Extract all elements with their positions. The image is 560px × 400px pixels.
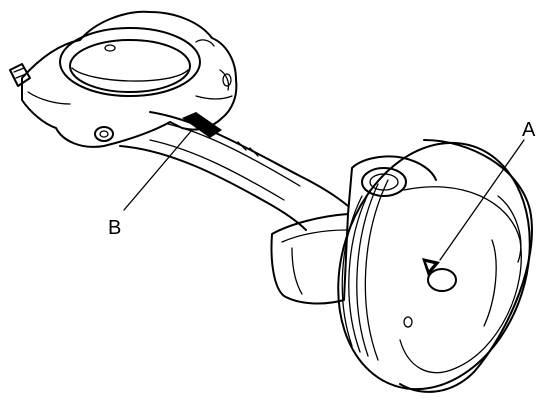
leader-line-a xyxy=(439,139,525,261)
rod-mark-b xyxy=(182,112,222,138)
label-a: A xyxy=(522,119,536,141)
piston-mark-a xyxy=(422,258,440,276)
rod-shank xyxy=(119,111,349,231)
piston xyxy=(270,139,533,393)
callout-a: A xyxy=(439,119,536,261)
callout-b: B xyxy=(108,129,193,239)
rod-big-end xyxy=(9,10,238,148)
label-b: B xyxy=(108,217,121,239)
leader-line-b xyxy=(123,129,193,211)
